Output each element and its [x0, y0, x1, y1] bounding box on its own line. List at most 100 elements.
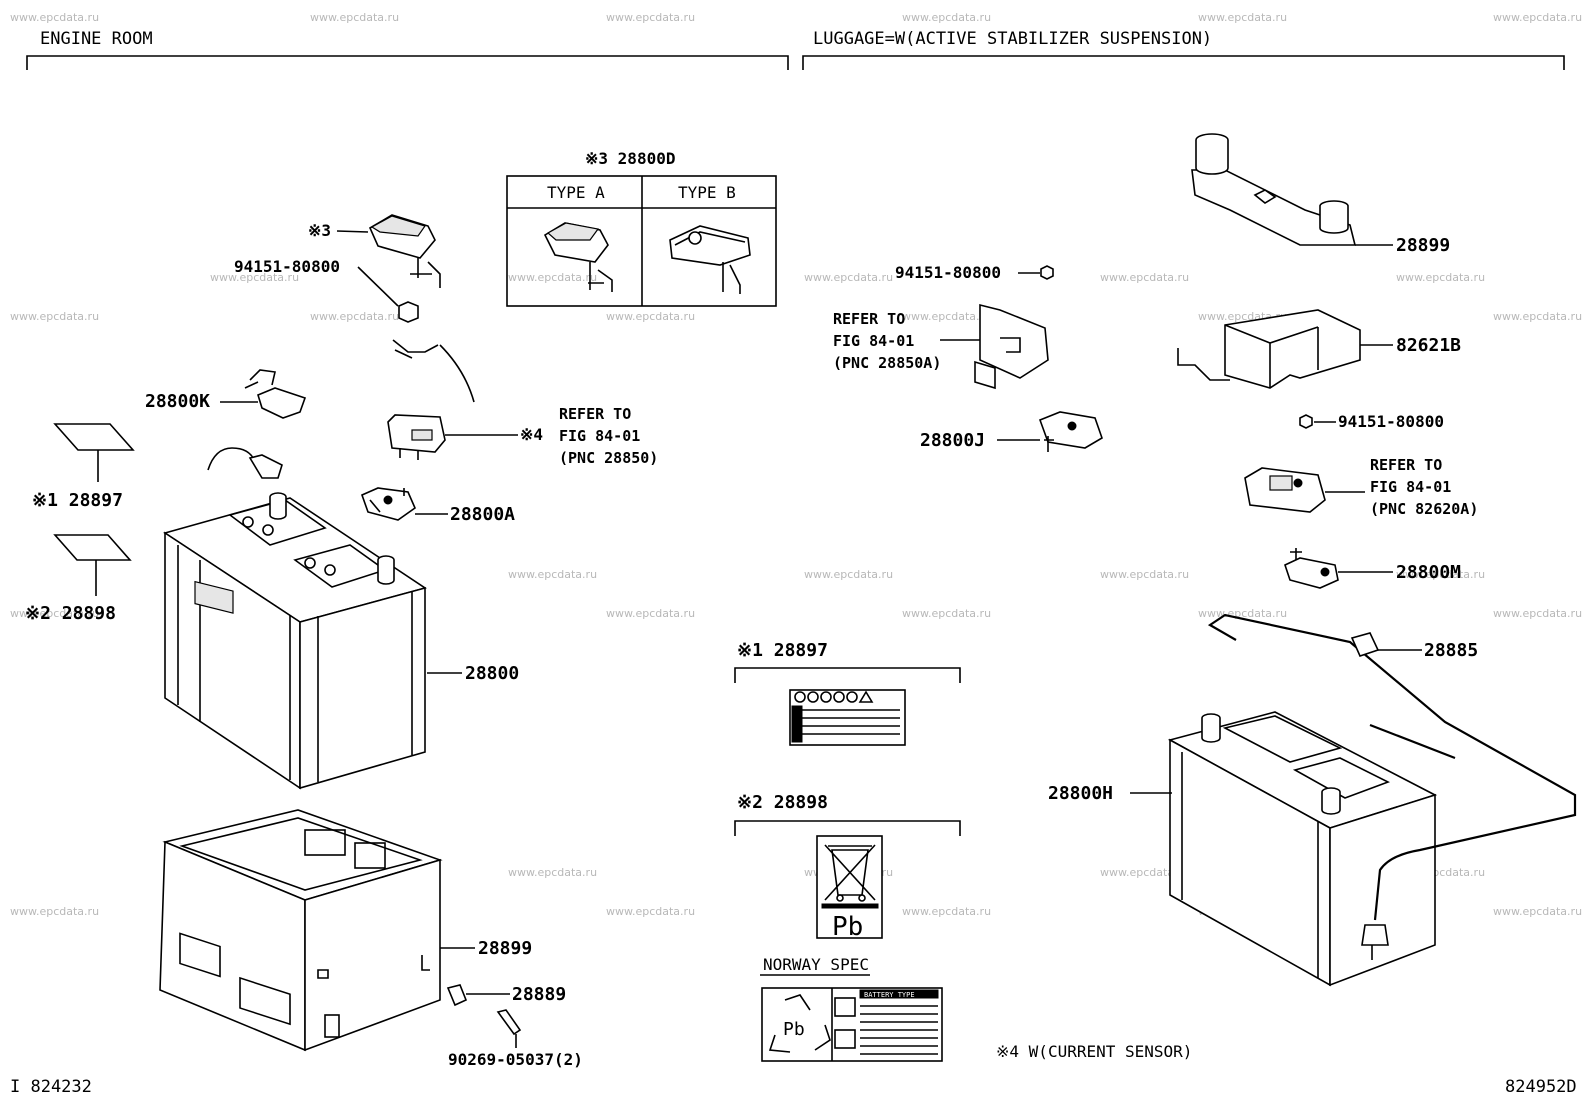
refer-mid-line3: (PNC 28850A): [833, 354, 941, 372]
label-28899-right: 28899: [1396, 235, 1450, 256]
caution-label-sheet-icon: [789, 689, 906, 746]
watermark: www.epcdata.ru: [1396, 568, 1485, 581]
watermark: www.epcdata.ru: [606, 905, 695, 918]
refer-right-line3: (PNC 82620A): [1370, 500, 1478, 518]
refer-left-line2: FIG 84-01: [559, 427, 640, 445]
pb-symbol: Pb: [832, 912, 863, 942]
label2-title: ※2 28898: [737, 792, 828, 813]
terminal-cover-icon: [368, 214, 441, 288]
label-28800h: 28800H: [1048, 783, 1113, 804]
watermark: www.epcdata.ru: [310, 11, 399, 24]
watermark: www.epcdata.ru: [902, 11, 991, 24]
label1-bracket: [734, 667, 961, 683]
watermark: www.epcdata.ru: [1100, 866, 1189, 879]
watermark: www.epcdata.ru: [804, 271, 893, 284]
clip-28889-icon: [446, 984, 468, 1007]
label-94151-left: 94151-80800: [234, 257, 340, 276]
watermark: www.epcdata.ru: [1493, 607, 1582, 620]
terminal-clamp-28800k-icon: [244, 369, 307, 419]
type-table-title: ※3 28800D: [585, 149, 675, 168]
label-94151-mid: 94151-80800: [895, 263, 1001, 282]
watermark: www.epcdata.ru: [606, 607, 695, 620]
section-header-engine-room: ENGINE ROOM: [40, 29, 153, 49]
watermark: www.epcdata.ru: [902, 310, 991, 323]
label-90269: 90269-05037(2): [448, 1050, 583, 1069]
label-82621b: 82621B: [1396, 335, 1461, 356]
refer-right-line2: FIG 84-01: [1370, 478, 1451, 496]
type-table: ※3 28800D TYPE A TYPE B: [506, 149, 777, 307]
bracket-28899-icon: [1191, 133, 1357, 246]
refer-left-line1: REFER TO: [559, 405, 631, 423]
label1-title: ※1 28897: [737, 640, 828, 661]
bolt-90269-icon: [496, 1009, 522, 1036]
type-b-label: TYPE B: [678, 183, 736, 202]
watermark: www.epcdata.ru: [1493, 11, 1582, 24]
watermark: www.epcdata.ru: [10, 607, 99, 620]
watermark: www.epcdata.ru: [10, 905, 99, 918]
watermark: www.epcdata.ru: [1198, 11, 1287, 24]
wire-lead: [392, 339, 439, 353]
nut-icon: [398, 301, 419, 323]
section-header-luggage: LUGGAGE=W(ACTIVE STABILIZER SUSPENSION): [813, 29, 1212, 49]
section-bracket-luggage: [802, 55, 1565, 70]
norway-spec-title: NORWAY SPEC: [763, 955, 869, 974]
footer-right-code: 824952D: [1505, 1077, 1577, 1097]
watermark: www.epcdata.ru: [310, 310, 399, 323]
label-note3-cover: ※3: [308, 221, 331, 240]
watermark: www.epcdata.ru: [606, 11, 695, 24]
nut-icon: [1040, 265, 1054, 280]
negative-cable-icon: [207, 447, 256, 471]
terminal-cover-type-b-icon: [669, 225, 751, 294]
cover-82621b-icon: [1177, 309, 1361, 389]
label-28885: 28885: [1424, 640, 1478, 661]
watermark: www.epcdata.ru: [1198, 607, 1287, 620]
refer-mid-line1: REFER TO: [833, 310, 905, 328]
watermark: www.epcdata.ru: [10, 310, 99, 323]
watermark: www.epcdata.ru: [210, 271, 299, 284]
label-28898-left: ※2 28898: [25, 603, 116, 624]
label-28800: 28800: [465, 663, 519, 684]
watermark: www.epcdata.ru: [508, 866, 597, 879]
terminal-28800j-icon: [1038, 411, 1103, 452]
battery-type-text: BATTERY TYPE: [864, 991, 915, 999]
nut-icon: [1299, 414, 1313, 429]
refer-left-line3: (PNC 28850): [559, 449, 658, 467]
battery-28800-icon: [163, 492, 427, 790]
label-28800m: 28800M: [1396, 562, 1461, 583]
current-sensor-icon: [387, 414, 446, 460]
current-sensor-mid-icon: [974, 303, 1049, 390]
footer-left-code: I 824232: [10, 1077, 92, 1097]
watermark: www.epcdata.ru: [508, 271, 597, 284]
label-sheet-28898-icon: [53, 534, 132, 561]
label-sheet-28897-icon: [53, 423, 135, 451]
apb-symbol: Pb: [783, 1019, 805, 1040]
label-note4-sensor: ※4: [520, 425, 543, 444]
section-bracket-engine-room: [26, 55, 789, 70]
sensor-right-icon: [1244, 467, 1326, 513]
refer-right-line1: REFER TO: [1370, 456, 1442, 474]
terminal-28800m-icon: [1284, 548, 1339, 589]
watermark: www.epcdata.ru: [10, 11, 99, 24]
watermark: www.epcdata.ru: [902, 607, 991, 620]
label-28889: 28889: [512, 984, 566, 1005]
watermark: www.epcdata.ru: [1493, 905, 1582, 918]
note4-current-sensor: ※4 W(CURRENT SENSOR): [996, 1042, 1192, 1061]
watermark: www.epcdata.ru: [1493, 310, 1582, 323]
battery-28800h-icon: [1167, 711, 1438, 987]
watermark: www.epcdata.ru: [1100, 271, 1189, 284]
label-28800j: 28800J: [920, 430, 985, 451]
norway-battery-label-icon: [761, 987, 943, 1062]
terminal-cover-type-a-icon: [543, 222, 613, 292]
watermark: www.epcdata.ru: [902, 905, 991, 918]
watermark: www.epcdata.ru: [804, 568, 893, 581]
watermark: www.epcdata.ru: [606, 310, 695, 323]
cable-28885-icon: [1207, 613, 1577, 960]
label-28899-left: 28899: [478, 938, 532, 959]
refer-mid-line2: FIG 84-01: [833, 332, 914, 350]
label-28800a: 28800A: [450, 504, 515, 525]
watermark: www.epcdata.ru: [1100, 568, 1189, 581]
label-28800k: 28800K: [145, 391, 210, 412]
label-94151-right: 94151-80800: [1338, 412, 1444, 431]
terminal-28800a-icon: [360, 487, 416, 521]
